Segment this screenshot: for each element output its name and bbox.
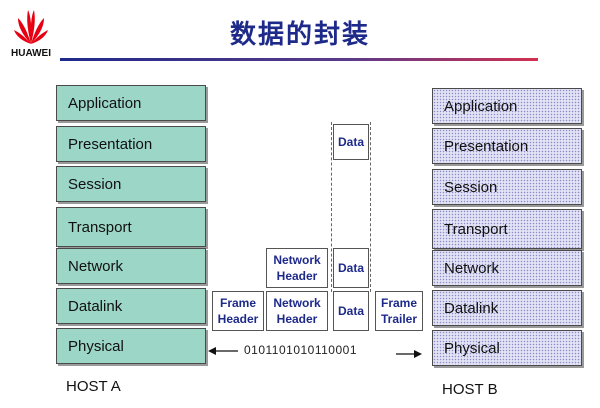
frame-trailer-block: Frame Trailer: [375, 291, 423, 331]
host-a-layer-application: Application: [56, 85, 206, 121]
host-b-label: HOST B: [442, 381, 498, 398]
data-column-right-guide: [370, 122, 371, 292]
network-header-block: Network Header: [266, 248, 328, 288]
host-b-layer-datalink: Datalink: [432, 290, 582, 326]
host-b-layer-presentation: Presentation: [432, 128, 582, 164]
data-column-left-guide: [331, 122, 332, 292]
host-a-layer-presentation: Presentation: [56, 126, 206, 162]
host-a-layer-transport: Transport: [56, 207, 206, 247]
logo-text: HUAWEI: [11, 48, 51, 59]
host-b-layer-physical: Physical: [432, 330, 582, 366]
host-b-layer-application: Application: [432, 88, 582, 124]
huawei-logo: HUAWEI: [6, 6, 56, 62]
host-b-layer-transport: Transport: [432, 209, 582, 249]
bitstream-left-arrow-icon: [208, 347, 238, 355]
host-b-layer-network: Network: [432, 250, 582, 286]
bitstream-right-arrow-icon: [396, 350, 422, 358]
host-b-layer-session: Session: [432, 169, 582, 205]
host-a-layer-physical: Physical: [56, 328, 206, 364]
network-data-block: Data: [333, 248, 369, 288]
host-a-label: HOST A: [66, 378, 121, 395]
page-title: 数据的封装: [229, 20, 370, 50]
host-a-layer-datalink: Datalink: [56, 288, 206, 324]
bitstream-text: 0101101010110001: [244, 343, 357, 357]
app-data-block: Data: [333, 124, 369, 160]
host-a-layer-network: Network: [56, 248, 206, 284]
frame-header-block: Frame Header: [212, 291, 264, 331]
host-a-layer-session: Session: [56, 166, 206, 202]
title-divider: [60, 58, 538, 61]
frame-network-header-block: Network Header: [266, 291, 328, 331]
frame-data-block: Data: [333, 291, 369, 331]
huawei-petals-icon: [14, 10, 48, 44]
